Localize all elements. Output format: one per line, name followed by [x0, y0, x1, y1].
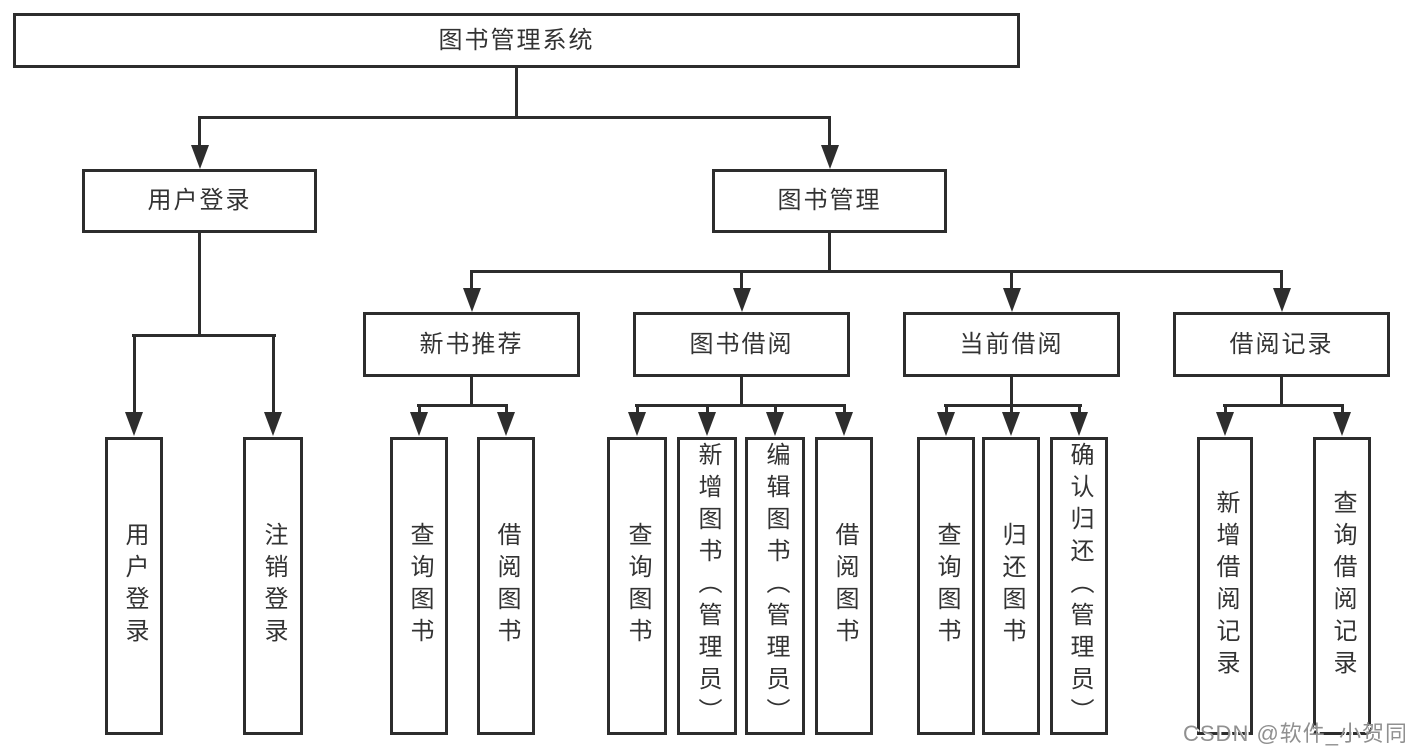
- connector-line-vertical: [198, 233, 201, 336]
- node-user-login-label: 用户登录: [147, 187, 252, 214]
- node-root-label: 图书管理系统: [438, 26, 595, 54]
- arrow-down-icon: [1333, 412, 1351, 436]
- connector-line-vertical: [133, 337, 136, 413]
- leaf-query-borrow-record: 查询借阅记录: [1313, 437, 1371, 735]
- leaf-return-book-label: 归还图书: [998, 522, 1025, 650]
- connector-line-vertical: [272, 337, 275, 413]
- leaf-logout: 注销登录: [243, 437, 303, 735]
- arrow-down-icon: [410, 412, 428, 436]
- node-user-login: 用户登录: [82, 169, 317, 233]
- connector-line-vertical: [470, 273, 473, 289]
- node-book-management: 图书管理: [712, 169, 947, 233]
- arrow-down-icon: [191, 145, 209, 169]
- node-book-borrow: 图书借阅: [633, 312, 850, 377]
- leaf-user-login-label: 用户登录: [121, 522, 148, 650]
- connector-line-vertical: [843, 407, 846, 414]
- connector-line-vertical: [1280, 273, 1283, 289]
- connector-line-vertical: [1341, 407, 1344, 414]
- connector-line-horizontal: [1223, 404, 1344, 407]
- node-book-management-label: 图书管理: [777, 187, 882, 214]
- arrow-down-icon: [821, 145, 839, 169]
- node-current-borrow-label: 当前借阅: [959, 330, 1064, 358]
- connector-line-vertical: [828, 119, 831, 146]
- leaf-edit-book-admin-label: 编辑图书（管理员）: [762, 442, 789, 730]
- node-new-book-recommend-label: 新书推荐: [419, 330, 524, 358]
- leaf-add-borrow-record: 新增借阅记录: [1197, 437, 1253, 735]
- arrow-down-icon: [1216, 412, 1234, 436]
- leaf-logout-label: 注销登录: [260, 522, 287, 650]
- leaf-confirm-return-admin-label: 确认归还（管理员）: [1066, 442, 1093, 730]
- connector-line-horizontal: [635, 404, 846, 407]
- leaf-query-books-current-label: 查询图书: [933, 522, 960, 650]
- leaf-borrow-books-borrow: 借阅图书: [815, 437, 873, 735]
- connector-line-vertical: [418, 407, 421, 414]
- leaf-query-books-borrow: 查询图书: [607, 437, 667, 735]
- node-borrow-records: 借阅记录: [1173, 312, 1390, 377]
- arrow-down-icon: [264, 412, 282, 436]
- arrow-down-icon: [125, 412, 143, 436]
- connector-line-vertical: [740, 377, 743, 406]
- connector-line-vertical: [515, 68, 518, 117]
- connector-line-vertical: [945, 407, 948, 414]
- connector-line-vertical: [740, 273, 743, 289]
- watermark: CSDN @软件_小贺同学: [1183, 721, 1405, 746]
- arrow-down-icon: [937, 412, 955, 436]
- node-borrow-records-label: 借阅记录: [1229, 330, 1334, 358]
- connector-line-vertical: [1010, 377, 1013, 406]
- connector-line-vertical: [1010, 407, 1013, 414]
- node-root: 图书管理系统: [13, 13, 1020, 68]
- arrow-down-icon: [835, 412, 853, 436]
- connector-line-vertical: [198, 119, 201, 146]
- arrow-down-icon: [497, 412, 515, 436]
- node-new-book-recommend: 新书推荐: [363, 312, 580, 377]
- connector-line-vertical: [1078, 407, 1081, 414]
- connector-line-vertical: [470, 377, 473, 406]
- arrow-down-icon: [628, 412, 646, 436]
- leaf-user-login: 用户登录: [105, 437, 163, 735]
- connector-line-horizontal: [198, 116, 831, 119]
- leaf-add-borrow-record-label: 新增借阅记录: [1212, 490, 1239, 682]
- leaf-query-borrow-record-label: 查询借阅记录: [1329, 490, 1356, 682]
- leaf-borrow-books-recommend: 借阅图书: [477, 437, 535, 735]
- connector-line-horizontal: [132, 334, 276, 337]
- arrow-down-icon: [733, 288, 751, 312]
- connector-line-vertical: [1224, 407, 1227, 414]
- connector-line-vertical: [706, 407, 709, 414]
- leaf-query-books-recommend-label: 查询图书: [406, 522, 433, 650]
- connector-line-vertical: [1010, 273, 1013, 289]
- connector-line-horizontal: [470, 270, 1283, 273]
- arrow-down-icon: [1273, 288, 1291, 312]
- node-book-borrow-label: 图书借阅: [689, 330, 794, 358]
- arrow-down-icon: [1070, 412, 1088, 436]
- leaf-query-books-current: 查询图书: [917, 437, 975, 735]
- connector-line-vertical: [828, 233, 831, 272]
- leaf-add-book-admin: 新增图书（管理员）: [677, 437, 737, 735]
- arrow-down-icon: [766, 412, 784, 436]
- connector-line-vertical: [1280, 377, 1283, 406]
- connector-line-vertical: [636, 407, 639, 414]
- leaf-add-book-admin-label: 新增图书（管理员）: [694, 442, 721, 730]
- leaf-edit-book-admin: 编辑图书（管理员）: [745, 437, 805, 735]
- leaf-query-books-recommend: 查询图书: [390, 437, 448, 735]
- connector-line-vertical: [505, 407, 508, 414]
- node-current-borrow: 当前借阅: [903, 312, 1120, 377]
- leaf-borrow-books-borrow-label: 借阅图书: [831, 522, 858, 650]
- connector-line-vertical: [774, 407, 777, 414]
- leaf-query-books-borrow-label: 查询图书: [624, 522, 651, 650]
- leaf-return-book: 归还图书: [982, 437, 1040, 735]
- leaf-confirm-return-admin: 确认归还（管理员）: [1050, 437, 1108, 735]
- arrow-down-icon: [1002, 412, 1020, 436]
- arrow-down-icon: [1003, 288, 1021, 312]
- connector-line-horizontal: [944, 404, 1082, 407]
- arrow-down-icon: [698, 412, 716, 436]
- leaf-borrow-books-recommend-label: 借阅图书: [493, 522, 520, 650]
- arrow-down-icon: [463, 288, 481, 312]
- connector-line-horizontal: [417, 404, 508, 407]
